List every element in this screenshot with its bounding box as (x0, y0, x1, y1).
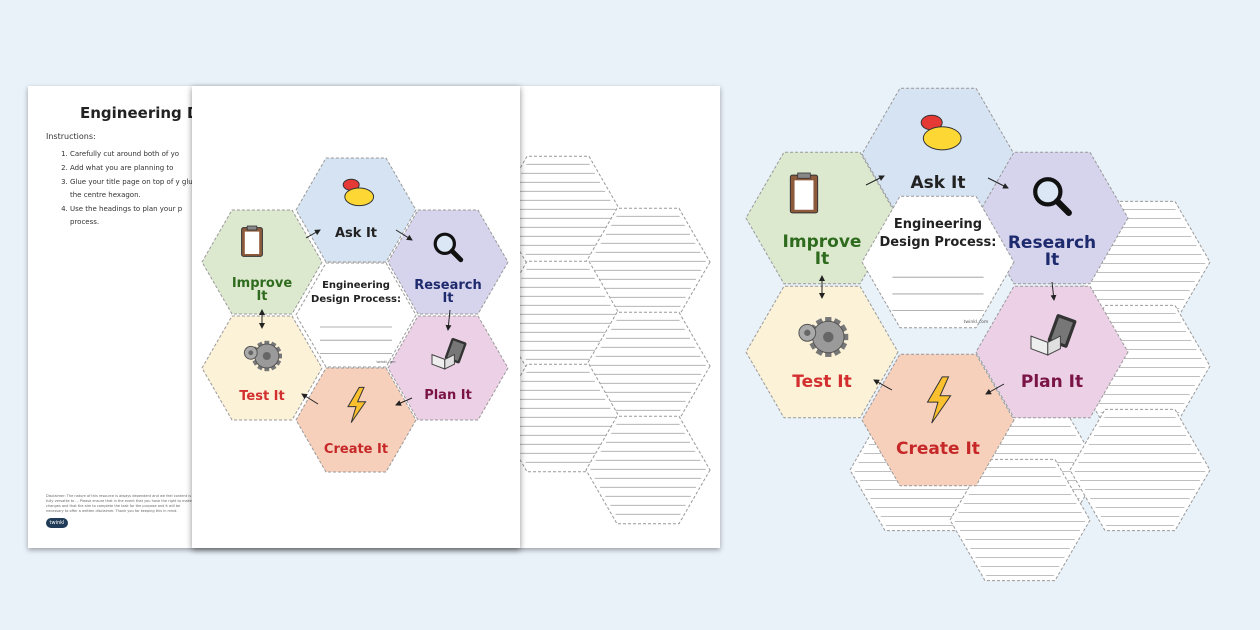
lined-hexagon (1069, 408, 1211, 532)
stage-hexagon-test: Test It (745, 285, 899, 419)
disclaimer-text: Disclaimer: The nature of this resource … (46, 494, 192, 513)
lined-hexagon (959, 408, 1101, 532)
stage-label-improve: Improve (783, 232, 862, 252)
gears-icon (798, 317, 849, 357)
lined-hexagons-right (849, 200, 1211, 582)
lined-hexagon (849, 408, 991, 532)
stage-label-test: Test It (792, 372, 851, 392)
lined-hexagon (1069, 304, 1211, 428)
instructions-list: Carefully cut around both of yo Add what… (56, 148, 210, 230)
stage-hexagon-ask: Ask It (861, 87, 1015, 221)
instruction-step: Use the headings to plan your p process. (70, 203, 210, 229)
book-tablet-icon (1030, 314, 1077, 356)
instructions-heading: Instructions: (46, 132, 96, 141)
instruction-step: Glue your title page on top of y glue th… (70, 176, 210, 202)
flow-arrow (1050, 281, 1057, 301)
flow-arrow (985, 383, 1005, 395)
stage-label-ask: Ask It (911, 173, 966, 193)
stage-label-improve-line2: It (815, 249, 829, 269)
twinkl-logo: twinkl (46, 518, 68, 528)
instruction-step: Carefully cut around both of yo (70, 148, 210, 161)
stage-label-research-line2: It (1045, 250, 1059, 270)
twinkl-mark: twinkl.com (964, 319, 989, 325)
instructions-title: Engineering D (80, 104, 200, 122)
speech-bubbles-icon (920, 114, 962, 151)
instruction-step: Add what you are planning to (70, 162, 210, 175)
flow-arrow (987, 177, 1009, 189)
stage-label-plan: Plan It (1021, 372, 1083, 392)
flow-arrow (865, 175, 885, 186)
stage-label-create: Create It (896, 439, 980, 459)
lined-hexagon (949, 458, 1091, 582)
clipboard-icon (789, 172, 819, 214)
stage-hexagon-plan: Plan It (975, 285, 1129, 419)
stage-label-research: Research (1008, 233, 1096, 253)
centre-subtitle: Design Process: (880, 235, 997, 250)
lightning-bolt-icon (926, 376, 952, 424)
magnifying-glass-icon (1033, 177, 1072, 216)
hexagon-title-sheet (192, 86, 520, 548)
lined-hexagon (1069, 200, 1211, 324)
flow-arrow (873, 379, 893, 391)
stage-hexagon-create: Create It (861, 353, 1015, 487)
centre-title: Engineering (894, 217, 982, 232)
